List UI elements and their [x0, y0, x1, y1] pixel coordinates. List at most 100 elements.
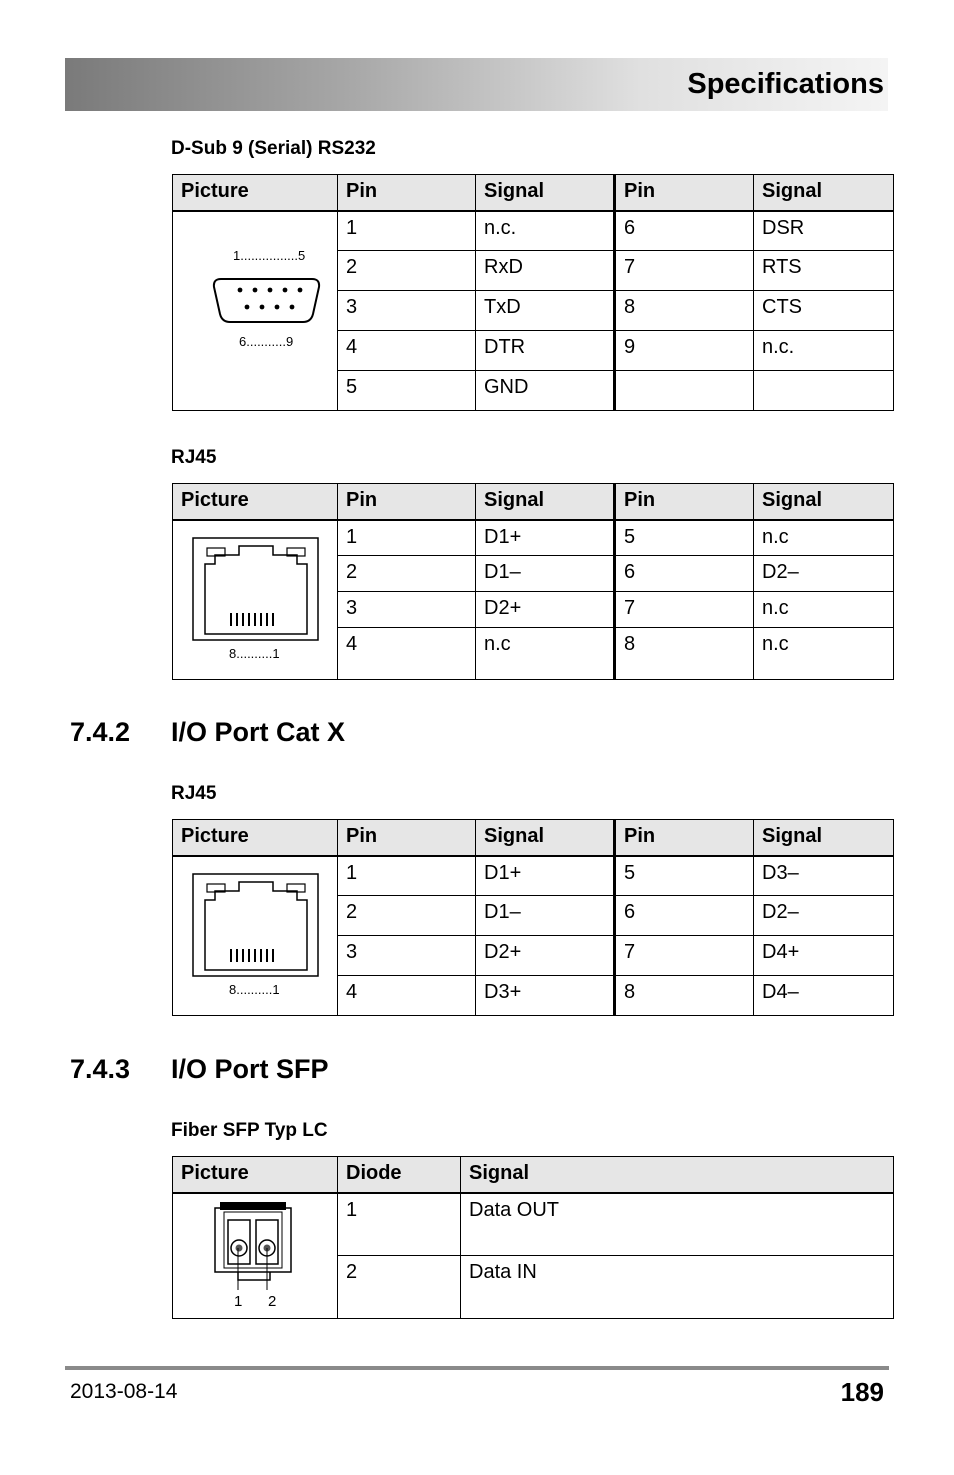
table-cell: 4	[337, 975, 476, 1016]
section-number: 7.4.2	[70, 717, 131, 747]
table-cell: 7	[614, 591, 754, 628]
table-cell: 1	[337, 519, 476, 556]
table-cell: DSR	[753, 210, 894, 251]
table-cell: 3	[337, 290, 476, 331]
table-cell: n.c.	[475, 210, 616, 251]
footer-divider	[65, 1366, 889, 1370]
col-signal: Signal	[460, 1156, 894, 1194]
col-picture: Picture	[172, 483, 338, 521]
col-diode: Diode	[337, 1156, 461, 1194]
table-cell: D2–	[753, 555, 894, 592]
table-cell: n.c	[753, 591, 894, 628]
section-heading-743: 7.4.3 I/O Port SFP	[70, 1054, 329, 1085]
dsub9-connector-icon: 1................5 6...........9	[212, 248, 321, 349]
sfp-diode-table: Picture Diode Signal 1 2 1 Dat	[172, 1156, 894, 1319]
rj45-connector-icon: 8..........1	[192, 873, 319, 997]
sfp-label-1: 1	[234, 1293, 242, 1310]
table-cell: RTS	[753, 250, 894, 291]
dsub-caption: D-Sub 9 (Serial) RS232	[171, 138, 376, 159]
table-cell: TxD	[475, 290, 616, 331]
table-cell: D4–	[753, 975, 894, 1016]
section-title: I/O Port SFP	[171, 1054, 329, 1084]
section-heading-742: 7.4.2 I/O Port Cat X	[70, 717, 345, 748]
table-cell: D4+	[753, 935, 894, 976]
section-title: I/O Port Cat X	[171, 717, 346, 747]
table-cell: 5	[614, 519, 754, 556]
table-cell: 4	[337, 627, 476, 680]
col-pin: Pin	[614, 483, 754, 521]
dsub-top-label: 1................5	[233, 248, 305, 263]
table-cell: 3	[337, 591, 476, 628]
rj45-catx-pin-table: Picture Pin Signal Pin Signal 8.........…	[172, 819, 894, 1016]
table-cell: 1	[337, 210, 476, 251]
rj45-catx-connector-picture: 8..........1	[172, 855, 338, 1016]
col-signal: Signal	[475, 819, 616, 857]
rj45-connector-picture: 8..........1	[172, 519, 338, 680]
section-number: 7.4.3	[70, 1054, 131, 1084]
col-pin: Pin	[337, 819, 476, 857]
table-cell: D2+	[475, 935, 616, 976]
table-cell: D1+	[475, 519, 616, 556]
col-signal: Signal	[753, 819, 894, 857]
table-cell: 6	[614, 210, 754, 251]
table-cell: 2	[337, 555, 476, 592]
col-pin: Pin	[337, 483, 476, 521]
dsub-connector-picture: 1................5 6...........9	[172, 210, 338, 411]
table-cell: n.c	[753, 627, 894, 680]
page-title: Specifications	[687, 68, 884, 100]
table-cell: D3+	[475, 975, 616, 1016]
table-cell: Data IN	[460, 1254, 894, 1319]
page-number: 189	[840, 1377, 884, 1407]
table-cell: n.c	[753, 519, 894, 556]
col-picture: Picture	[172, 819, 338, 857]
footer-date: 2013-08-14	[70, 1380, 178, 1403]
table-cell: 1	[337, 855, 476, 896]
table-cell	[614, 370, 754, 411]
table-cell: 5	[614, 855, 754, 896]
table-cell: D1–	[475, 895, 616, 936]
dsub-bottom-label: 6...........9	[239, 334, 293, 349]
table-cell: CTS	[753, 290, 894, 331]
table-cell: GND	[475, 370, 616, 411]
table-cell: 2	[337, 250, 476, 291]
table-cell: Data OUT	[460, 1192, 894, 1256]
table-cell: 8	[614, 627, 754, 680]
table-cell: D1+	[475, 855, 616, 896]
table-cell: 5	[337, 370, 476, 411]
rj45-label: 8..........1	[229, 982, 280, 997]
col-pin: Pin	[614, 174, 754, 212]
col-signal: Signal	[753, 483, 894, 521]
table-cell: D2+	[475, 591, 616, 628]
rj45-catx-caption: RJ45	[171, 783, 217, 804]
sfp-connector-picture: 1 2	[172, 1192, 338, 1319]
header-bar: Specifications	[65, 58, 888, 111]
rj45-pin-table: Picture Pin Signal Pin Signal 8.........…	[172, 483, 894, 680]
table-cell: 9	[614, 330, 754, 371]
table-cell: D2–	[753, 895, 894, 936]
col-pin: Pin	[614, 819, 754, 857]
col-signal: Signal	[475, 483, 616, 521]
table-cell: 6	[614, 895, 754, 936]
sfp-label-2: 2	[268, 1293, 276, 1310]
rj45-label: 8..........1	[229, 646, 280, 661]
rj45-caption: RJ45	[171, 447, 217, 468]
col-pin: Pin	[337, 174, 476, 212]
table-cell: 6	[614, 555, 754, 592]
table-cell: 8	[614, 975, 754, 1016]
table-cell: D3–	[753, 855, 894, 896]
table-cell: 1	[337, 1192, 461, 1256]
table-cell: RxD	[475, 250, 616, 291]
sfp-caption: Fiber SFP Typ LC	[171, 1120, 328, 1141]
table-cell: n.c.	[753, 330, 894, 371]
rj45-connector-icon: 8..........1	[192, 537, 319, 661]
col-picture: Picture	[172, 174, 338, 212]
table-cell: 2	[337, 1254, 461, 1319]
table-cell: DTR	[475, 330, 616, 371]
table-cell: 3	[337, 935, 476, 976]
table-cell	[753, 370, 894, 411]
table-cell: D1–	[475, 555, 616, 592]
dsub-pin-table: Picture Pin Signal Pin Signal 1.........…	[172, 174, 894, 411]
table-cell: 8	[614, 290, 754, 331]
col-signal: Signal	[753, 174, 894, 212]
table-cell: 4	[337, 330, 476, 371]
